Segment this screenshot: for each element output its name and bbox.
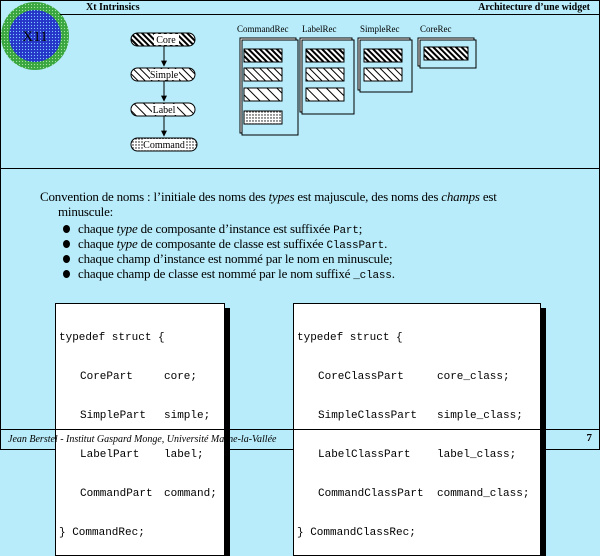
hierarchy-node-label-label: Label xyxy=(153,105,176,116)
rule-text: de composante de classe est suffixée xyxy=(137,236,327,251)
list-item: chaque champ d’instance est nommé par le… xyxy=(60,251,395,266)
code-field: command_class; xyxy=(437,488,530,500)
code-line: typedef struct { xyxy=(59,332,165,344)
rule-punct: ; xyxy=(358,221,363,236)
code-type: CorePart xyxy=(80,371,133,383)
record-commandrec: CommandRec xyxy=(237,24,299,136)
hierarchy-node-command: Command xyxy=(130,137,198,152)
code-field: simple_class; xyxy=(437,410,523,422)
convention-champs-word: champs xyxy=(441,189,480,204)
footer-rule xyxy=(0,429,600,430)
record-simplerec-label: SimpleRec xyxy=(360,24,400,34)
code-type: CoreClassPart xyxy=(318,371,404,383)
code-type: CommandPart xyxy=(80,488,153,500)
rule-text: de composante d’instance est suffixée xyxy=(137,221,334,236)
convention-text: est majuscule, des noms des xyxy=(294,189,442,204)
record-corerec: CoreRec xyxy=(417,24,477,69)
bullet-icon xyxy=(63,225,70,233)
header-rule xyxy=(60,14,600,15)
page-number: 7 xyxy=(586,432,593,444)
naming-convention-paragraph: Convention de noms : l’initiale des noms… xyxy=(40,189,580,219)
code-field: label; xyxy=(164,449,204,461)
section-divider xyxy=(0,168,600,169)
list-item: chaque type de composante d’instance est… xyxy=(60,221,395,237)
record-corerec-label: CoreRec xyxy=(420,24,452,34)
rule-code: _class xyxy=(353,270,392,282)
convention-rules-list: chaque type de composante d’instance est… xyxy=(60,221,395,282)
rule-type-word: type xyxy=(116,236,138,251)
code-line: SimpleClassPart simple_class; xyxy=(297,410,537,423)
footer-author: Jean Berstel - Institut Gaspard Monge, U… xyxy=(8,434,277,445)
hierarchy-node-command-label: Command xyxy=(143,140,185,151)
convention-continuation: minuscule: xyxy=(58,204,114,219)
list-item: chaque type de composante de classe est … xyxy=(60,236,395,252)
record-labelrec: LabelRec xyxy=(299,24,355,115)
record-commandrec-label: CommandRec xyxy=(237,24,289,34)
widget-architecture-diagram: Core Simple Label Command CommandRec Lab… xyxy=(130,24,477,152)
convention-types-word: types xyxy=(268,189,295,204)
code-line: typedef struct { xyxy=(297,332,403,344)
code-field: label_class; xyxy=(437,449,517,461)
code-field: simple; xyxy=(164,410,211,422)
rule-text: chaque xyxy=(78,221,117,236)
header-left-title: Xt Intrinsics xyxy=(86,2,140,13)
code-line: CommandPart command; xyxy=(59,488,221,501)
logo-text: X11 xyxy=(22,29,47,45)
rule-text: chaque champ de classe est nommé par le … xyxy=(78,266,354,281)
rule-punct: . xyxy=(384,236,388,251)
rule-text: chaque xyxy=(78,236,117,251)
rule-type-word: type xyxy=(116,221,138,236)
code-line: CommandClassPart command_class; xyxy=(297,488,537,501)
code-line: CoreClassPart core_class; xyxy=(297,371,537,384)
code-line: } CommandRec; xyxy=(59,527,145,539)
hierarchy-node-simple: Simple xyxy=(130,67,196,82)
hierarchy-node-simple-label: Simple xyxy=(150,70,179,81)
list-item: chaque champ de classe est nommé par le … xyxy=(60,266,395,282)
bullet-icon xyxy=(63,240,70,248)
rule-code: ClassPart xyxy=(326,240,385,252)
record-labelrec-label: LabelRec xyxy=(302,24,336,34)
x11-logo: X11 xyxy=(1,2,69,70)
record-simplerec: SimpleRec xyxy=(357,24,413,93)
hierarchy-node-core: Core xyxy=(130,32,196,47)
rule-punct: . xyxy=(391,266,395,281)
code-type: CommandClassPart xyxy=(318,488,424,500)
code-line: } CommandClassRec; xyxy=(297,527,416,539)
rule-text: chaque champ d’instance est nommé par le… xyxy=(78,251,393,266)
code-field: core_class; xyxy=(437,371,510,383)
bullet-icon xyxy=(63,270,70,278)
code-type: LabelPart xyxy=(80,449,140,461)
code-line: CorePart core; xyxy=(59,371,221,384)
code-type: SimpleClassPart xyxy=(318,410,418,422)
code-type: SimplePart xyxy=(80,410,147,422)
convention-text: Convention de noms : l’initiale des noms… xyxy=(40,189,269,204)
code-type: LabelClassPart xyxy=(318,449,411,461)
bullet-icon xyxy=(63,255,70,263)
code-line: SimplePart simple; xyxy=(59,410,221,423)
code-field: command; xyxy=(164,488,217,500)
header-right-title: Architecture d’une widget xyxy=(478,2,590,13)
convention-text: est xyxy=(479,189,497,204)
code-line: LabelPart label; xyxy=(59,449,221,462)
code-line: LabelClassPart label_class; xyxy=(297,449,537,462)
hierarchy-node-core-label: Core xyxy=(156,35,176,46)
hierarchy-node-label: Label xyxy=(130,102,196,117)
logo-inner-disc xyxy=(9,10,61,62)
code-field: core; xyxy=(164,371,198,383)
rule-code: Part xyxy=(333,225,359,237)
